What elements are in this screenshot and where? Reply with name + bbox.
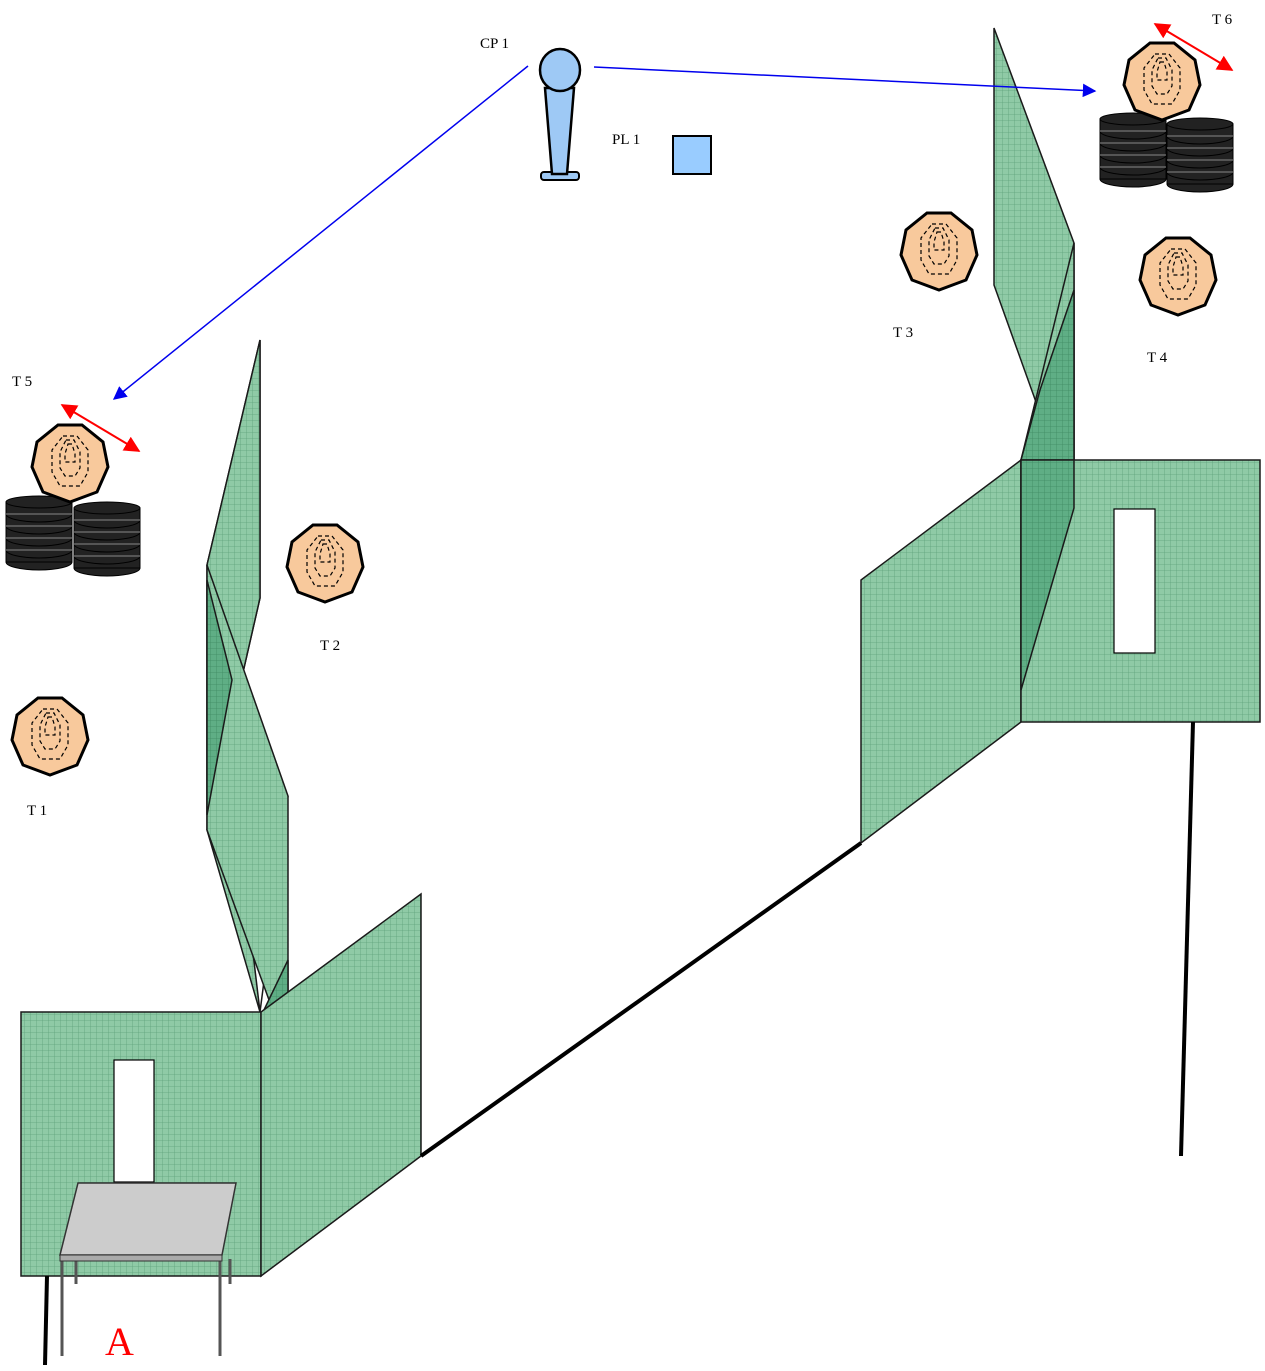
- plate-icon: [672, 135, 712, 175]
- tire-stack-t6-left: [1099, 112, 1167, 188]
- right-angled-wall: [860, 458, 1022, 845]
- target-t3: [899, 211, 979, 292]
- cp1-label: CP 1: [480, 36, 509, 52]
- activation-arrow-t6: [593, 66, 1097, 98]
- table-icon: [59, 1182, 237, 1356]
- activation-arrow-t5: [112, 65, 529, 400]
- popper-icon: [538, 47, 582, 181]
- t6-label: T 6: [1212, 12, 1233, 28]
- right-wall-with-window: [1020, 459, 1261, 723]
- fault-line-right: [1179, 721, 1195, 1157]
- right-window: [1113, 508, 1156, 654]
- left-window: [113, 1059, 155, 1183]
- t5-label: T 5: [12, 374, 32, 390]
- start-label: A: [105, 1319, 134, 1364]
- t1-label: T 1: [27, 803, 47, 819]
- target-t4: [1138, 236, 1218, 317]
- target-t6: [1122, 41, 1202, 122]
- tire-stack-t5-left: [5, 495, 73, 571]
- target-t2: [285, 523, 365, 604]
- target-t1: [10, 696, 90, 777]
- swing-arrow-t6: [1153, 23, 1234, 71]
- swing-arrow-t5: [60, 404, 141, 452]
- t2-label: T 2: [320, 638, 340, 654]
- tire-stack-t6-right: [1166, 117, 1234, 193]
- target-t5: [30, 423, 110, 504]
- fault-line-left: [43, 1275, 49, 1366]
- tire-stack-t5-right: [73, 501, 141, 577]
- t3-label: T 3: [893, 325, 913, 341]
- left-zigzag-wall: [206, 339, 289, 1055]
- pl1-label: PL 1: [612, 132, 640, 148]
- t4-label: T 4: [1147, 350, 1168, 366]
- fault-line-center: [419, 841, 863, 1158]
